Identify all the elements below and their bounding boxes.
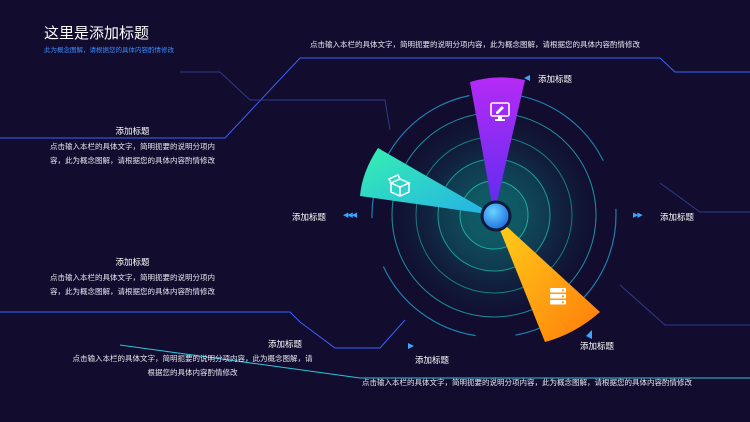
ring-label-right: 添加标题 [660,213,695,223]
top-description: 点击输入本栏的具体文字，简明扼要的说明分项内容，此为概念图解，请根据您的具体内容… [310,40,640,49]
box-open-icon [387,174,411,197]
page-subtitle: 此为概念图解，请根据您的具体内容酌情修改 [44,46,174,54]
marker-bottom-right [586,330,592,339]
bottom-left-body: 点击输入本栏的具体文字，简明扼要的说明分项内容，此为概念图解，请根据您的具体内容… [72,354,313,377]
left-block-1-body: 点击输入本栏的具体文字，简明扼要的说明分项内容，此为概念图解，请根据您的具体内容… [50,142,215,165]
bottom-left-heading: 添加标题 [268,340,303,350]
petal-left-teal [360,148,494,215]
left-block-2-body: 点击输入本栏的具体文字，简明扼要的说明分项内容，此为概念图解，请根据您的具体内容… [50,273,215,296]
right-arrows-icon: ▶▶ [633,211,643,219]
server-icon [550,288,566,305]
left-arrows-icon: ◀◀◀ [343,211,357,219]
ring-label-bottom-right: 添加标题 [580,342,615,352]
marker-bottom [408,343,414,349]
marker-top [524,75,530,81]
petal-bottom-right-orange [494,215,600,342]
petal-top-purple [470,77,525,215]
left-block-2-heading: 添加标题 [115,258,150,268]
page-title: 这里是添加标题 [44,24,150,42]
bottom-right-description: 点击输入本栏的具体文字，简明扼要的说明分项内容，此为概念图解，请根据您的具体内容… [362,378,692,387]
monitor-edit-icon [490,102,510,121]
connector-lines [0,57,750,379]
ring-label-left: 添加标题 [292,213,327,223]
ring-label-top: 添加标题 [538,75,573,85]
left-block-1-heading: 添加标题 [115,127,150,137]
center-hub [480,200,512,232]
ring-label-bottom: 添加标题 [415,356,450,366]
